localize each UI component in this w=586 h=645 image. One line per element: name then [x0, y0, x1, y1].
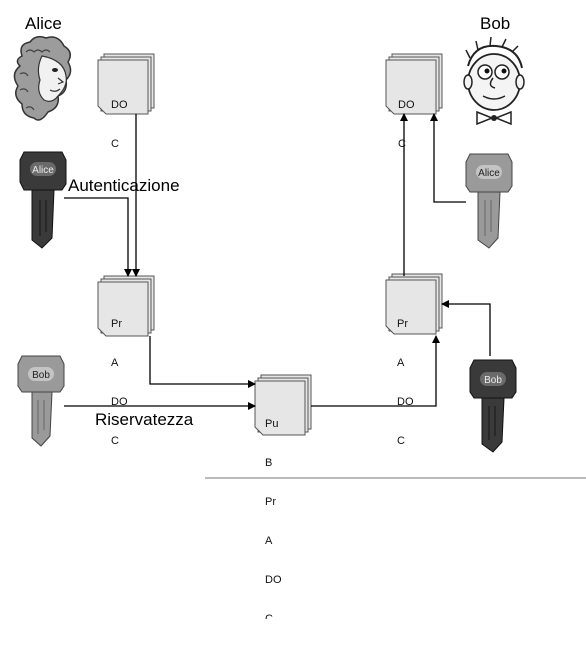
doc-line: Pr — [265, 496, 276, 508]
doc-received-text: DO C — [398, 73, 415, 177]
doc-alice-signed-stack — [97, 275, 155, 337]
doc-line: A — [397, 357, 405, 369]
doc-original-text: DO C — [111, 73, 128, 177]
doc-encrypted-stack — [254, 374, 312, 436]
doc-line: Pr — [397, 318, 408, 330]
bob-face-icon — [463, 36, 525, 126]
bob-private-key-label: Bob — [484, 375, 502, 386]
doc-bob-decrypted-stack — [385, 273, 443, 335]
doc-line: C — [398, 138, 406, 150]
authentication-label: Autenticazione — [68, 176, 180, 195]
doc-line: DO — [265, 574, 282, 586]
arrow-bob-private-key-to-decrypted — [441, 300, 491, 356]
doc-line: C — [111, 138, 119, 150]
doc-line: C — [397, 435, 405, 447]
alice-face-icon — [13, 35, 72, 121]
confidentiality-label: Riservatezza — [95, 410, 194, 429]
alice-public-key-icon: Alice — [465, 153, 513, 249]
doc-encrypted-text: Pu B Pr A DO C — [265, 392, 282, 645]
alice-private-key-label: Alice — [32, 165, 54, 176]
diagram-canvas: Alice Bob Alice Bob — [13, 35, 586, 479]
doc-line: Pr — [111, 318, 122, 330]
arrow-signed-to-encrypted — [149, 336, 256, 388]
alice-public-key-label: Alice — [478, 168, 500, 179]
doc-bob-decrypted-text: Pr A DO C — [397, 292, 414, 474]
bob-public-key-label: Bob — [32, 370, 50, 381]
doc-line: DO — [111, 396, 128, 408]
alice-name: Alice — [25, 14, 62, 33]
doc-line: C — [265, 613, 273, 619]
arrow-alice-public-key-to-received — [430, 113, 466, 203]
doc-line: Pu — [265, 418, 279, 430]
doc-line: DO — [397, 396, 414, 408]
doc-line: A — [265, 535, 273, 547]
bob-name: Bob — [480, 14, 511, 33]
bob-public-key-icon: Bob — [17, 355, 65, 447]
doc-line: C — [111, 435, 119, 447]
doc-line: A — [111, 357, 119, 369]
doc-received-stack — [385, 53, 443, 115]
doc-line: B — [265, 457, 273, 469]
doc-line: DO — [398, 99, 415, 111]
encryption-diagram: Alice Bob Autenticazione Riservatezza — [13, 14, 586, 619]
doc-original-stack — [97, 53, 155, 115]
arrow-encrypted-to-decrypted — [311, 335, 440, 407]
doc-line: DO — [111, 99, 128, 111]
arrow-alice-private-key-to-signed — [64, 197, 132, 277]
alice-private-key-icon: Alice — [19, 151, 67, 249]
doc-alice-signed-text: Pr A DO C — [111, 292, 128, 474]
bob-private-key-icon: Bob — [469, 359, 517, 453]
